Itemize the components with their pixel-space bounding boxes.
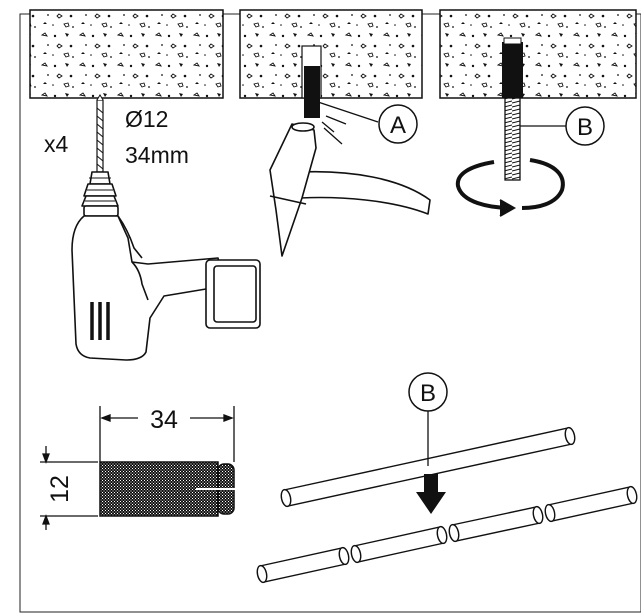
cut-arrow-icon [416, 474, 446, 514]
wall-block-3 [439, 9, 637, 99]
callout-b-bottom-label: B [420, 380, 436, 407]
rod-segments-icon [256, 485, 638, 584]
rod-long-icon [280, 426, 576, 508]
drill-diameter: Ø12 [125, 106, 168, 132]
callout-b-top-label: B [577, 114, 593, 141]
drill-depth: 34mm [125, 142, 189, 168]
anchor-dimension-lines [40, 406, 235, 530]
wall-block-1 [29, 9, 224, 99]
threaded-rod-icon [504, 97, 521, 181]
drill-quantity: x4 [44, 131, 69, 157]
callout-b-bottom-marker [408, 372, 448, 412]
callout-leader-a [317, 101, 379, 123]
callout-a-label: A [390, 112, 406, 139]
wall-block-2 [239, 9, 423, 99]
anchor-insert-icon [304, 66, 320, 118]
impact-lines [321, 115, 347, 145]
callout-b-top-marker [565, 106, 605, 146]
anchor-sleeve-icon [99, 461, 236, 517]
drill-icon [71, 171, 261, 361]
anchor-length-label: 34 [150, 406, 178, 434]
callout-a-marker [378, 104, 418, 144]
rotation-arrow-icon [455, 158, 565, 217]
hammer-icon [269, 122, 431, 257]
anchor-height-label: 12 [46, 475, 74, 503]
drill-bit-icon [96, 94, 104, 173]
